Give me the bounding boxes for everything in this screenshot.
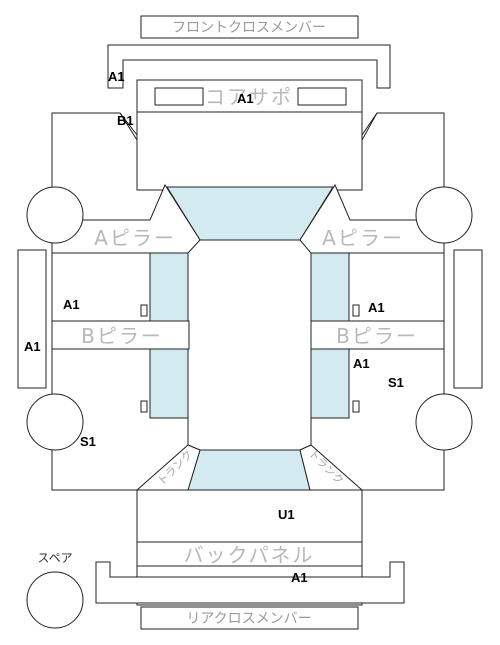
code-right-rear: S1 (388, 375, 404, 390)
door-handle-front-left (140, 304, 148, 317)
rocker-right (453, 249, 483, 389)
b-pillar-right-panel (310, 320, 445, 350)
roof-panel (187, 239, 312, 451)
rear-cross-member-bracket (95, 561, 405, 604)
b-pillar-left-panel (51, 320, 190, 350)
code-rear-member: A1 (291, 570, 308, 585)
a-pillar-right-label: Aピラー (322, 226, 404, 250)
code-right-side-lower: A1 (353, 356, 370, 371)
front-cross-member-label: フロントクロスメンバー (172, 20, 326, 36)
code-front-member: A1 (108, 69, 125, 84)
back-panel-label: バックパネル (184, 543, 315, 567)
code-left-rocker: A1 (24, 339, 41, 354)
front-cross-member-bracket (107, 44, 391, 89)
headlight-left (154, 87, 204, 106)
rear-cross-member-label: リアクロスメンバー (186, 611, 311, 627)
door-handle-rear-right (352, 400, 360, 413)
headlight-right (297, 87, 347, 106)
back-panel (136, 541, 363, 567)
wheel-rear-right (415, 393, 473, 451)
code-front-left-apron: B1 (117, 113, 134, 128)
front-cross-member-box (140, 15, 359, 39)
a-pillar-left-label: Aピラー (94, 226, 176, 250)
spare-tire-label: スペア (37, 551, 72, 565)
wheel-front-left (26, 186, 84, 244)
door-handle-rear-left (140, 400, 148, 413)
code-left-rear: S1 (80, 434, 96, 449)
core-support-label: コアサポ (205, 85, 293, 109)
trunk-lid (136, 489, 363, 543)
b-pillar-left-label: Bピラー (81, 324, 163, 348)
wheel-rear-left (26, 393, 84, 451)
code-core-support: A1 (237, 91, 254, 106)
rear-cross-member-box (140, 606, 359, 630)
b-pillar-right-label: Bピラー (336, 324, 418, 348)
wheel-front-right (415, 186, 473, 244)
code-left-side-upper: A1 (63, 297, 80, 312)
code-right-side-upper: A1 (368, 300, 385, 315)
rear-window (187, 449, 311, 491)
rocker-left (17, 249, 47, 389)
spare-tire (26, 571, 84, 629)
code-trunk: U1 (278, 507, 295, 522)
door-handle-front-right (352, 304, 360, 317)
